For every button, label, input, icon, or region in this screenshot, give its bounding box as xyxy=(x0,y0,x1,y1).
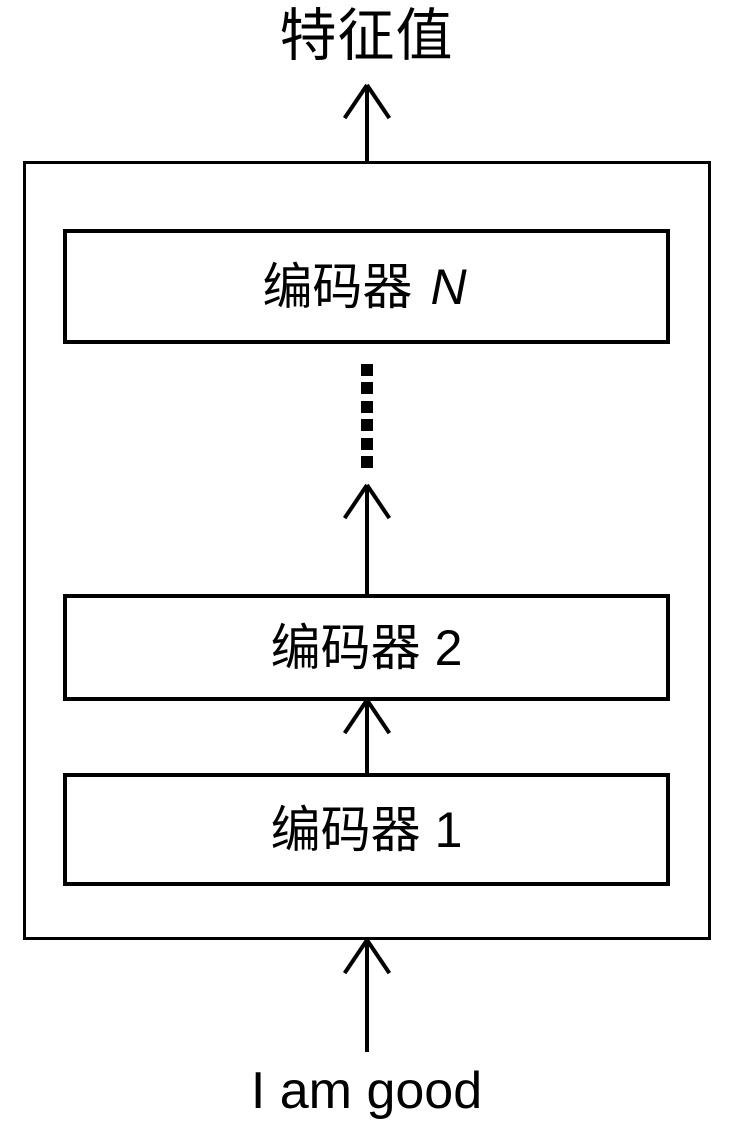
encoder-2-name: 编码器 xyxy=(270,619,421,676)
encoder-block-n[interactable]: 编码器 N xyxy=(63,229,670,344)
arrow-head-right xyxy=(365,83,392,120)
ellipsis-dot xyxy=(361,400,373,413)
encoder-1-index: 1 xyxy=(434,801,463,858)
ellipsis-dot xyxy=(361,419,373,432)
arrow-shaft xyxy=(365,485,369,596)
ellipsis-dot xyxy=(361,364,373,376)
ellipsis-dot xyxy=(361,455,373,468)
input-label-sentence: I am good xyxy=(250,1062,483,1120)
output-label-feature-value: 特征值 xyxy=(279,4,454,68)
ellipsis-dotted-line xyxy=(359,364,375,468)
encoder-n-label: 编码器 N xyxy=(262,258,470,316)
arrow-shaft xyxy=(365,940,369,1052)
encoder-stack-container xyxy=(23,161,711,940)
ellipsis-dot xyxy=(361,382,373,395)
encoder-2-index: 2 xyxy=(434,619,463,676)
arrow-head-right xyxy=(365,938,392,975)
encoder-1-name: 编码器 xyxy=(270,801,421,858)
ellipsis-dot xyxy=(361,437,373,450)
arrow-shaft xyxy=(365,85,369,163)
arrow-shaft xyxy=(365,700,369,775)
encoder-n-index: N xyxy=(430,258,467,315)
encoder-n-name: 编码器 xyxy=(262,258,413,315)
